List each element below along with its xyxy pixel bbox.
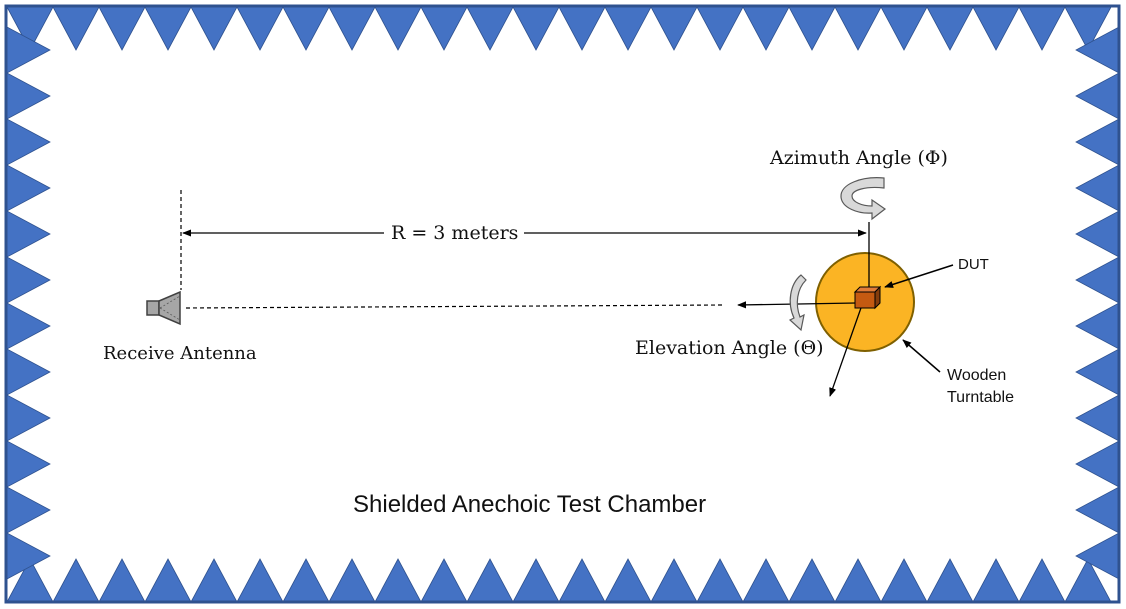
azimuth-rotation-arrow-icon xyxy=(840,177,887,221)
diagonal-axis xyxy=(829,304,863,397)
distance-label: R = 3 meters xyxy=(391,222,518,244)
absorber-cones xyxy=(6,6,1120,603)
chamber-title: Shielded Anechoic Test Chamber xyxy=(353,491,706,518)
turntable-pointer-arrow xyxy=(902,339,941,373)
receive-antenna-label: Receive Antenna xyxy=(103,343,257,364)
elevation-rotation-arrow-icon xyxy=(788,274,807,332)
turntable-label-line2: Turntable xyxy=(947,389,1014,406)
turntable-label-line1: Wooden xyxy=(947,367,1006,384)
receive-antenna-icon xyxy=(146,290,181,326)
azimuth-angle-label: Azimuth Angle (Φ) xyxy=(769,147,948,169)
elevation-angle-label: Elevation Angle (Θ) xyxy=(635,337,824,359)
boresight-line xyxy=(185,304,723,309)
dut-label: DUT xyxy=(958,256,989,273)
dut-cube-icon xyxy=(853,285,882,310)
chamber-wall xyxy=(4,4,1121,604)
dut-pointer-arrow xyxy=(884,264,954,288)
